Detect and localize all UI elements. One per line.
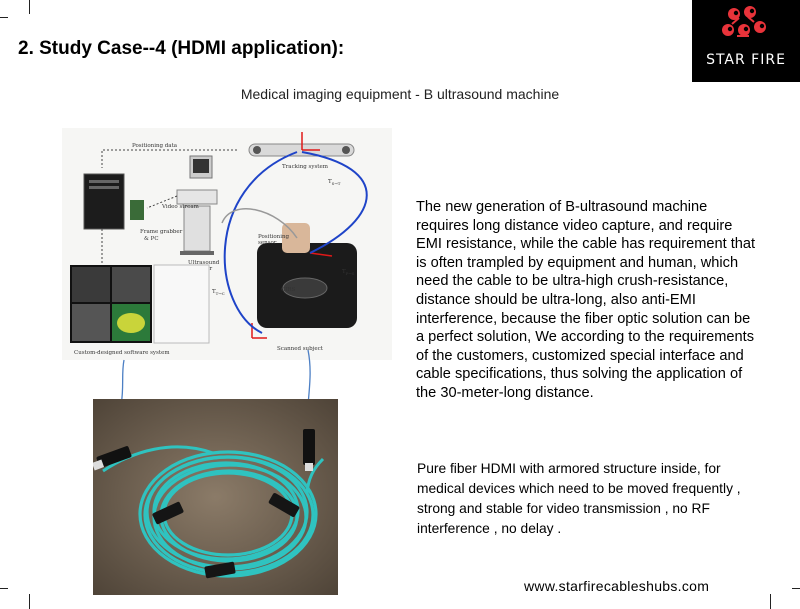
logo-brand-text: STAR FIRE: [706, 52, 786, 68]
crop-mark-top-left: [29, 0, 30, 14]
case-description: The new generation of B-ultrasound machi…: [416, 199, 756, 401]
page-title: 2. Study Case--4 (HDMI application):: [18, 38, 345, 59]
fiber-hdmi-cable-photo: [91, 399, 338, 595]
crop-mark-bottom-right: [770, 594, 771, 609]
crop-mark-right-bottom: [792, 588, 800, 589]
label-ultrasound: Ultrasound: [188, 260, 220, 266]
product-note: Pure fiber HDMI with armored structure i…: [417, 461, 741, 536]
label-scanned-subject: Scanned subject: [277, 346, 324, 352]
label-video-stream: Video stream: [161, 204, 200, 210]
crop-mark-bottom-left: [29, 594, 30, 609]
star-fire-emblem-icon: [722, 6, 766, 37]
crop-mark-left-top: [0, 17, 8, 18]
label-software-system: Custom-designed software system: [74, 350, 170, 356]
label-t-p-s: TP→S: [342, 269, 355, 276]
ultrasound-system-diagram: Positioning data Tracking system Frame g…: [62, 128, 392, 360]
label-and-pc: & PC: [144, 236, 159, 242]
label-t-t-c: TT→C: [212, 289, 225, 296]
label-t-s-t: TS→T: [328, 179, 341, 186]
label-positioning-sensor: Positioning: [258, 234, 289, 240]
label-cirs-phantom: CIRS: [281, 287, 296, 293]
page-subtitle: Medical imaging equipment - B ultrasound…: [240, 86, 560, 102]
label-positioning-sensor-2: sensor: [258, 240, 277, 246]
label-tracking-system: Tracking system: [282, 164, 329, 170]
crop-mark-left-bottom: [0, 588, 8, 589]
label-frame-grabber: Frame grabber: [140, 229, 183, 235]
star-fire-logo: STAR FIRE: [692, 0, 800, 82]
label-positioning-data: Positioning data: [132, 143, 178, 149]
website-link[interactable]: www.starfirecableshubs.com: [524, 578, 710, 594]
